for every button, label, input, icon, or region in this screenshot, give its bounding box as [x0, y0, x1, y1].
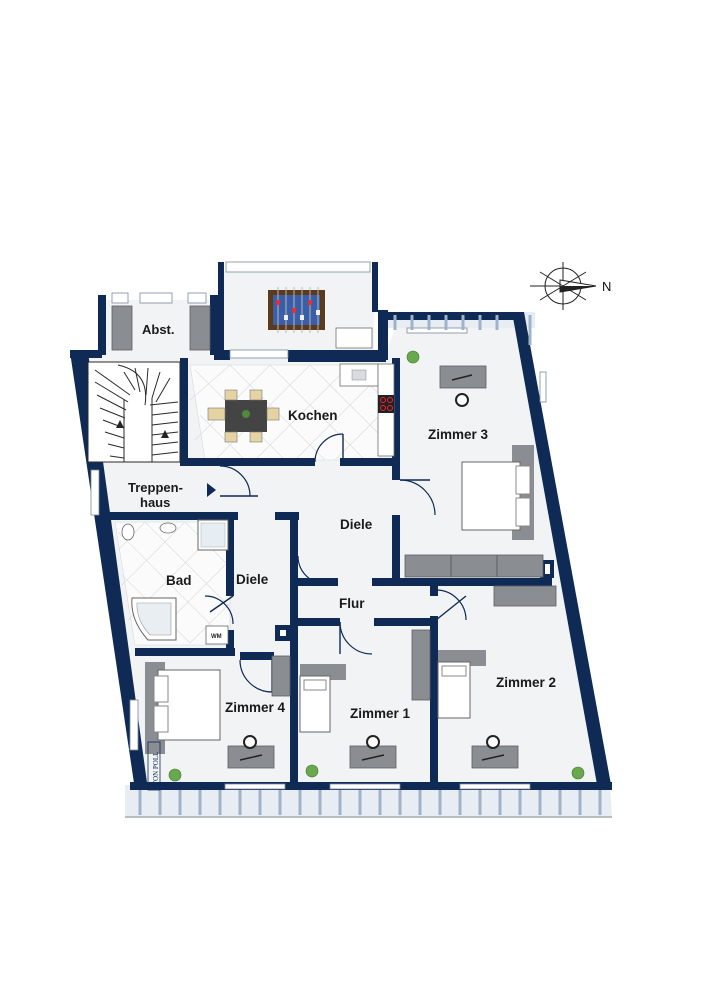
room-label-treppenhaus-1: Treppen- — [128, 480, 183, 495]
bed-zimmer1-icon — [299, 664, 346, 733]
plant-icons — [168, 350, 585, 782]
bed-zimmer3-icon — [461, 445, 534, 540]
storage-shelves — [111, 305, 211, 351]
room-label-bad: Bad — [166, 573, 192, 588]
room-label-zimmer2: Zimmer 2 — [496, 675, 556, 690]
room-label-diele-small: Diele — [236, 572, 269, 587]
logo-watermark: VON POLL — [147, 741, 161, 791]
bathroom-fixtures — [121, 519, 229, 645]
desk-zimmer1-icon — [349, 735, 397, 769]
desk-zimmer3-icon — [439, 365, 487, 407]
room-label-flur: Flur — [339, 596, 365, 611]
doors — [204, 433, 467, 693]
room-label-abst: Abst. — [142, 322, 175, 337]
room-label-zimmer4: Zimmer 4 — [225, 700, 286, 715]
entry-arrow-icon — [207, 483, 216, 497]
compass-north-label: N — [602, 279, 611, 294]
room-label-treppenhaus-2: haus — [140, 495, 170, 510]
balcony-box — [335, 327, 373, 349]
wardrobes — [271, 554, 557, 701]
room-label-diele-main: Diele — [340, 517, 373, 532]
foosball-table-icon — [268, 287, 325, 333]
room-label-zimmer3: Zimmer 3 — [428, 427, 489, 442]
watermark-text: VON POLL — [152, 752, 160, 786]
bed-zimmer2-icon — [437, 650, 486, 719]
windows — [90, 261, 547, 790]
room-label-kochen: Kochen — [288, 408, 338, 423]
terrace-railings — [138, 315, 602, 815]
kitchen-counter — [339, 363, 395, 457]
room-label-zimmer1: Zimmer 1 — [350, 706, 411, 721]
washing-machine-label: WM — [211, 634, 222, 640]
staircase — [87, 361, 181, 463]
bed-zimmer4-icon — [145, 662, 221, 754]
desk-zimmer2-icon — [471, 735, 519, 769]
dining-set — [207, 389, 280, 443]
compass-icon — [530, 262, 597, 310]
desk-zimmer4-icon — [227, 735, 275, 769]
